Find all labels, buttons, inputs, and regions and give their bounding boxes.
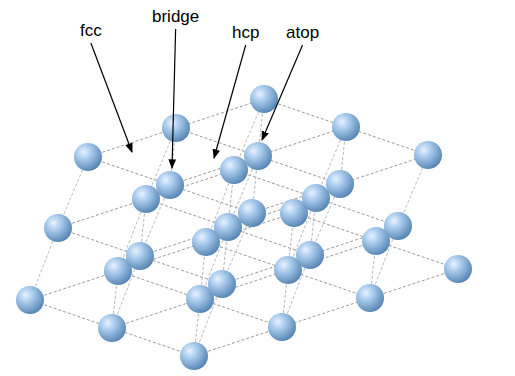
leader-arrow bbox=[91, 43, 132, 152]
site-label: bridge bbox=[152, 8, 199, 25]
lattice-line bbox=[234, 170, 398, 226]
lattice-line bbox=[294, 213, 458, 269]
lattice-line bbox=[118, 271, 282, 327]
atom-sphere bbox=[414, 141, 442, 169]
atom-sphere bbox=[302, 184, 330, 212]
lattice-line bbox=[252, 155, 428, 213]
site-label: fcc bbox=[80, 22, 102, 39]
lattice-line bbox=[146, 199, 310, 255]
atom-sphere bbox=[126, 242, 154, 270]
lattice-line bbox=[206, 242, 370, 298]
leader-arrow bbox=[214, 45, 246, 158]
atom-sphere bbox=[156, 171, 184, 199]
lattice-line bbox=[264, 99, 428, 155]
lattice-line bbox=[194, 269, 458, 356]
atom-sphere bbox=[162, 114, 190, 142]
lattice-line bbox=[58, 228, 222, 284]
lattice-line bbox=[88, 157, 252, 213]
atom-sphere bbox=[250, 85, 278, 113]
atom-sphere bbox=[180, 342, 208, 370]
lattice-line bbox=[88, 99, 264, 157]
lattice-line bbox=[176, 128, 340, 184]
atom-sphere bbox=[244, 142, 272, 170]
atom-sphere bbox=[384, 212, 412, 240]
atom-sphere bbox=[444, 255, 472, 283]
leader-arrow bbox=[172, 29, 176, 168]
atom-sphere bbox=[356, 284, 384, 312]
atom-sphere bbox=[74, 143, 102, 171]
atom-sphere bbox=[268, 313, 296, 341]
atom-sphere bbox=[238, 199, 266, 227]
atom-sphere bbox=[44, 214, 72, 242]
atom-sphere bbox=[332, 113, 360, 141]
site-label: hcp bbox=[232, 24, 259, 41]
lattice-line bbox=[170, 127, 346, 185]
leader-arrow bbox=[262, 45, 303, 140]
atom-sphere bbox=[208, 270, 236, 298]
atom-sphere bbox=[220, 156, 248, 184]
atom-sphere bbox=[98, 314, 126, 342]
lattice-line bbox=[30, 300, 194, 356]
site-label: atop bbox=[286, 24, 319, 41]
lattice-line bbox=[112, 241, 376, 328]
atom-sphere bbox=[214, 213, 242, 241]
lattice-line bbox=[222, 226, 398, 284]
atom-sphere bbox=[296, 241, 324, 269]
lattice-line bbox=[58, 170, 234, 228]
atom-sphere bbox=[132, 185, 160, 213]
lattice-line bbox=[140, 198, 316, 256]
atom-sphere bbox=[16, 286, 44, 314]
atom-sphere bbox=[326, 170, 354, 198]
